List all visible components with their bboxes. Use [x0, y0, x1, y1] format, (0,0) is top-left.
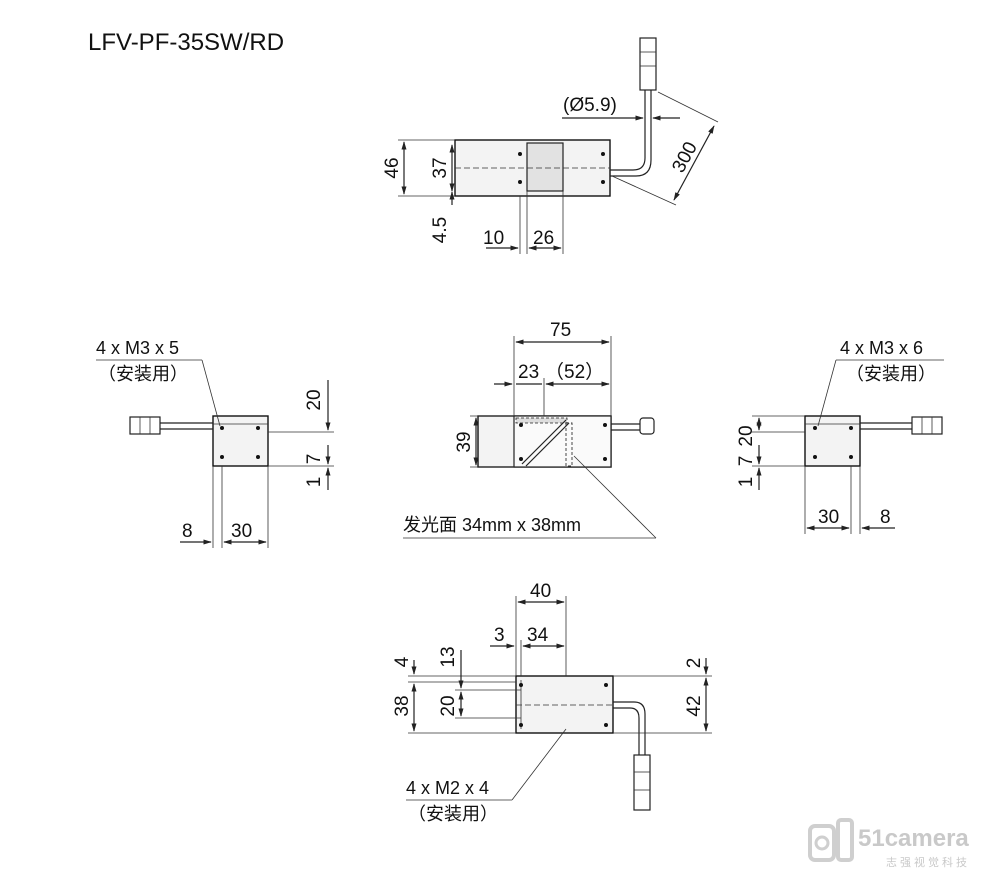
left-view-connector [129, 416, 161, 435]
left-dim-30: 30 [231, 521, 252, 542]
dim-37: 37 [430, 157, 451, 178]
left-dim-8: 8 [182, 521, 193, 542]
right-view-connector [911, 416, 943, 435]
emitting-face-note: 发光面 34mm x 38mm [403, 515, 581, 535]
drawing-title: LFV-PF-35SW/RD [88, 29, 284, 56]
right-dim-1: 1 [736, 477, 757, 488]
left-dim-1: 1 [304, 477, 325, 488]
right-dim-30: 30 [818, 507, 839, 528]
top-view-cable [610, 90, 646, 171]
bottom-view: 40 3 34 4 13 38 20 2 42 4 x M2 x 4 （安装用） [392, 581, 712, 824]
bottom-screw-note: 4 x M2 x 4 [406, 778, 489, 798]
right-dim-7: 7 [736, 456, 757, 467]
bottom-dim-34: 34 [527, 625, 549, 646]
top-view-connector [639, 37, 657, 91]
dim-cable-diameter: (Ø5.9) [563, 95, 617, 116]
right-view: 20 7 1 30 8 4 x M3 x 6 （安装用） [736, 338, 944, 534]
right-screw-note: 4 x M3 x 6 [840, 338, 923, 358]
right-screw-sub: （安装用） [846, 364, 936, 384]
left-screw-note: 4 x M3 x 5 [96, 338, 179, 358]
dim-4-5: 4.5 [430, 217, 451, 243]
dim-10: 10 [483, 228, 504, 249]
front-view: 75 23 （52） 39 发光面 34mm x 38mm [403, 320, 657, 539]
dim-46: 46 [382, 157, 403, 178]
watermark-logo: 51camera 志强视觉科技 [808, 818, 970, 869]
left-dim-7: 7 [304, 454, 325, 465]
dim-cable-length: 300 [668, 138, 701, 176]
bottom-view-connector [633, 754, 651, 811]
front-dim-75: 75 [550, 320, 571, 341]
bottom-view-body [515, 675, 614, 734]
watermark-tagline: 志强视觉科技 [886, 855, 970, 869]
left-view: 20 7 1 8 30 4 x M3 x 5 （安装用） [96, 338, 334, 548]
bottom-dim-38: 38 [392, 695, 413, 716]
bottom-dim-42: 42 [684, 695, 705, 716]
bottom-dim-4: 4 [392, 656, 413, 667]
bottom-dim-40: 40 [530, 581, 551, 602]
front-dim-23: 23 [518, 362, 539, 383]
bottom-view-cable [613, 701, 646, 755]
front-dim-39: 39 [454, 431, 475, 452]
top-view-window [526, 142, 564, 192]
bottom-dim-13: 13 [438, 646, 459, 667]
right-dim-8: 8 [880, 507, 891, 528]
bottom-dim-20: 20 [438, 695, 459, 716]
right-dim-20: 20 [736, 425, 757, 446]
front-view-mirror [521, 419, 567, 465]
front-view-emitting-face [565, 422, 573, 467]
bottom-dim-3: 3 [494, 625, 505, 646]
watermark-brand: 51camera [858, 825, 969, 852]
front-dim-52: （52） [545, 361, 604, 383]
left-screw-sub: （安装用） [98, 364, 188, 384]
bottom-screw-sub: （安装用） [408, 804, 498, 824]
top-view: 46 37 4.5 10 26 (Ø5.9) 300 [382, 37, 719, 254]
dim-26: 26 [533, 228, 554, 249]
bottom-dim-2: 2 [684, 658, 705, 669]
left-dim-20: 20 [304, 389, 325, 410]
